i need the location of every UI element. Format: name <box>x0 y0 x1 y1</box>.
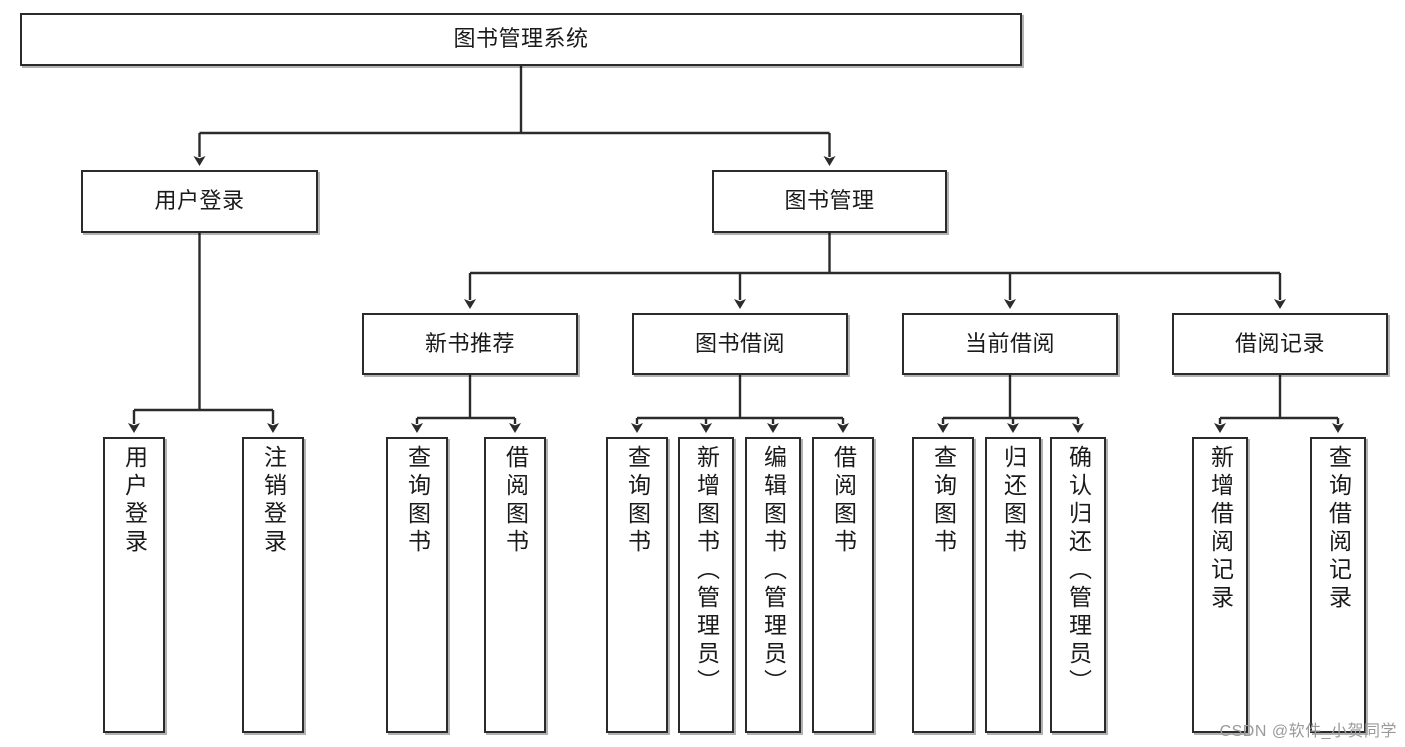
node-label: 新增借阅记录 <box>1207 445 1234 613</box>
node-label: 借阅记录 <box>1234 330 1325 356</box>
node-label: 注销登录 <box>260 445 287 557</box>
node-label: 用户登录 <box>154 188 245 214</box>
node-current-borrow[interactable]: 当前借阅 <box>902 313 1118 375</box>
node-label: 图书管理 <box>784 188 875 214</box>
node-user-login[interactable]: 用户登录 <box>81 170 318 233</box>
node-label: 查询图书 <box>624 445 651 557</box>
node-book-borrow[interactable]: 图书借阅 <box>632 313 848 375</box>
node-leaf-user-login[interactable]: 用户登录 <box>103 437 165 733</box>
node-label: 新书推荐 <box>424 330 515 356</box>
node-leaf-add-record[interactable]: 新增借阅记录 <box>1192 437 1248 733</box>
node-label: 用户登录 <box>121 445 148 557</box>
node-label: 编辑图书（管理员） <box>760 445 787 697</box>
node-leaf-query-book-2[interactable]: 查询图书 <box>606 437 668 733</box>
node-borrow-record[interactable]: 借阅记录 <box>1172 313 1388 375</box>
watermark-label: CSDN @软件_小贺同学 <box>1219 723 1397 740</box>
node-label: 图书借阅 <box>694 330 785 356</box>
node-leaf-query-record[interactable]: 查询借阅记录 <box>1310 437 1366 733</box>
node-leaf-query-book-3[interactable]: 查询图书 <box>912 437 974 733</box>
node-leaf-borrow-book-2[interactable]: 借阅图书 <box>812 437 874 733</box>
node-label: 新增图书（管理员） <box>693 445 720 697</box>
node-label: 查询图书 <box>930 445 957 557</box>
node-book-manage[interactable]: 图书管理 <box>712 170 947 233</box>
node-label: 当前借阅 <box>964 330 1055 356</box>
node-leaf-return-book[interactable]: 归还图书 <box>985 437 1041 733</box>
node-leaf-add-book[interactable]: 新增图书（管理员） <box>678 437 734 733</box>
node-label: 图书管理系统 <box>453 26 589 52</box>
node-leaf-user-logout[interactable]: 注销登录 <box>242 437 304 733</box>
node-leaf-query-book-1[interactable]: 查询图书 <box>386 437 448 733</box>
node-label: 借阅图书 <box>502 445 529 557</box>
node-leaf-confirm-return[interactable]: 确认归还（管理员） <box>1050 437 1106 733</box>
node-leaf-edit-book[interactable]: 编辑图书（管理员） <box>745 437 801 733</box>
node-label: 查询图书 <box>404 445 431 557</box>
node-label: 借阅图书 <box>830 445 857 557</box>
node-new-book-recommend[interactable]: 新书推荐 <box>362 313 578 375</box>
node-root[interactable]: 图书管理系统 <box>20 13 1022 66</box>
node-label: 查询借阅记录 <box>1325 445 1352 613</box>
node-leaf-borrow-book-1[interactable]: 借阅图书 <box>484 437 546 733</box>
edge-group <box>128 66 1344 433</box>
node-label: 确认归还（管理员） <box>1065 445 1092 697</box>
node-label: 归还图书 <box>1000 445 1027 557</box>
